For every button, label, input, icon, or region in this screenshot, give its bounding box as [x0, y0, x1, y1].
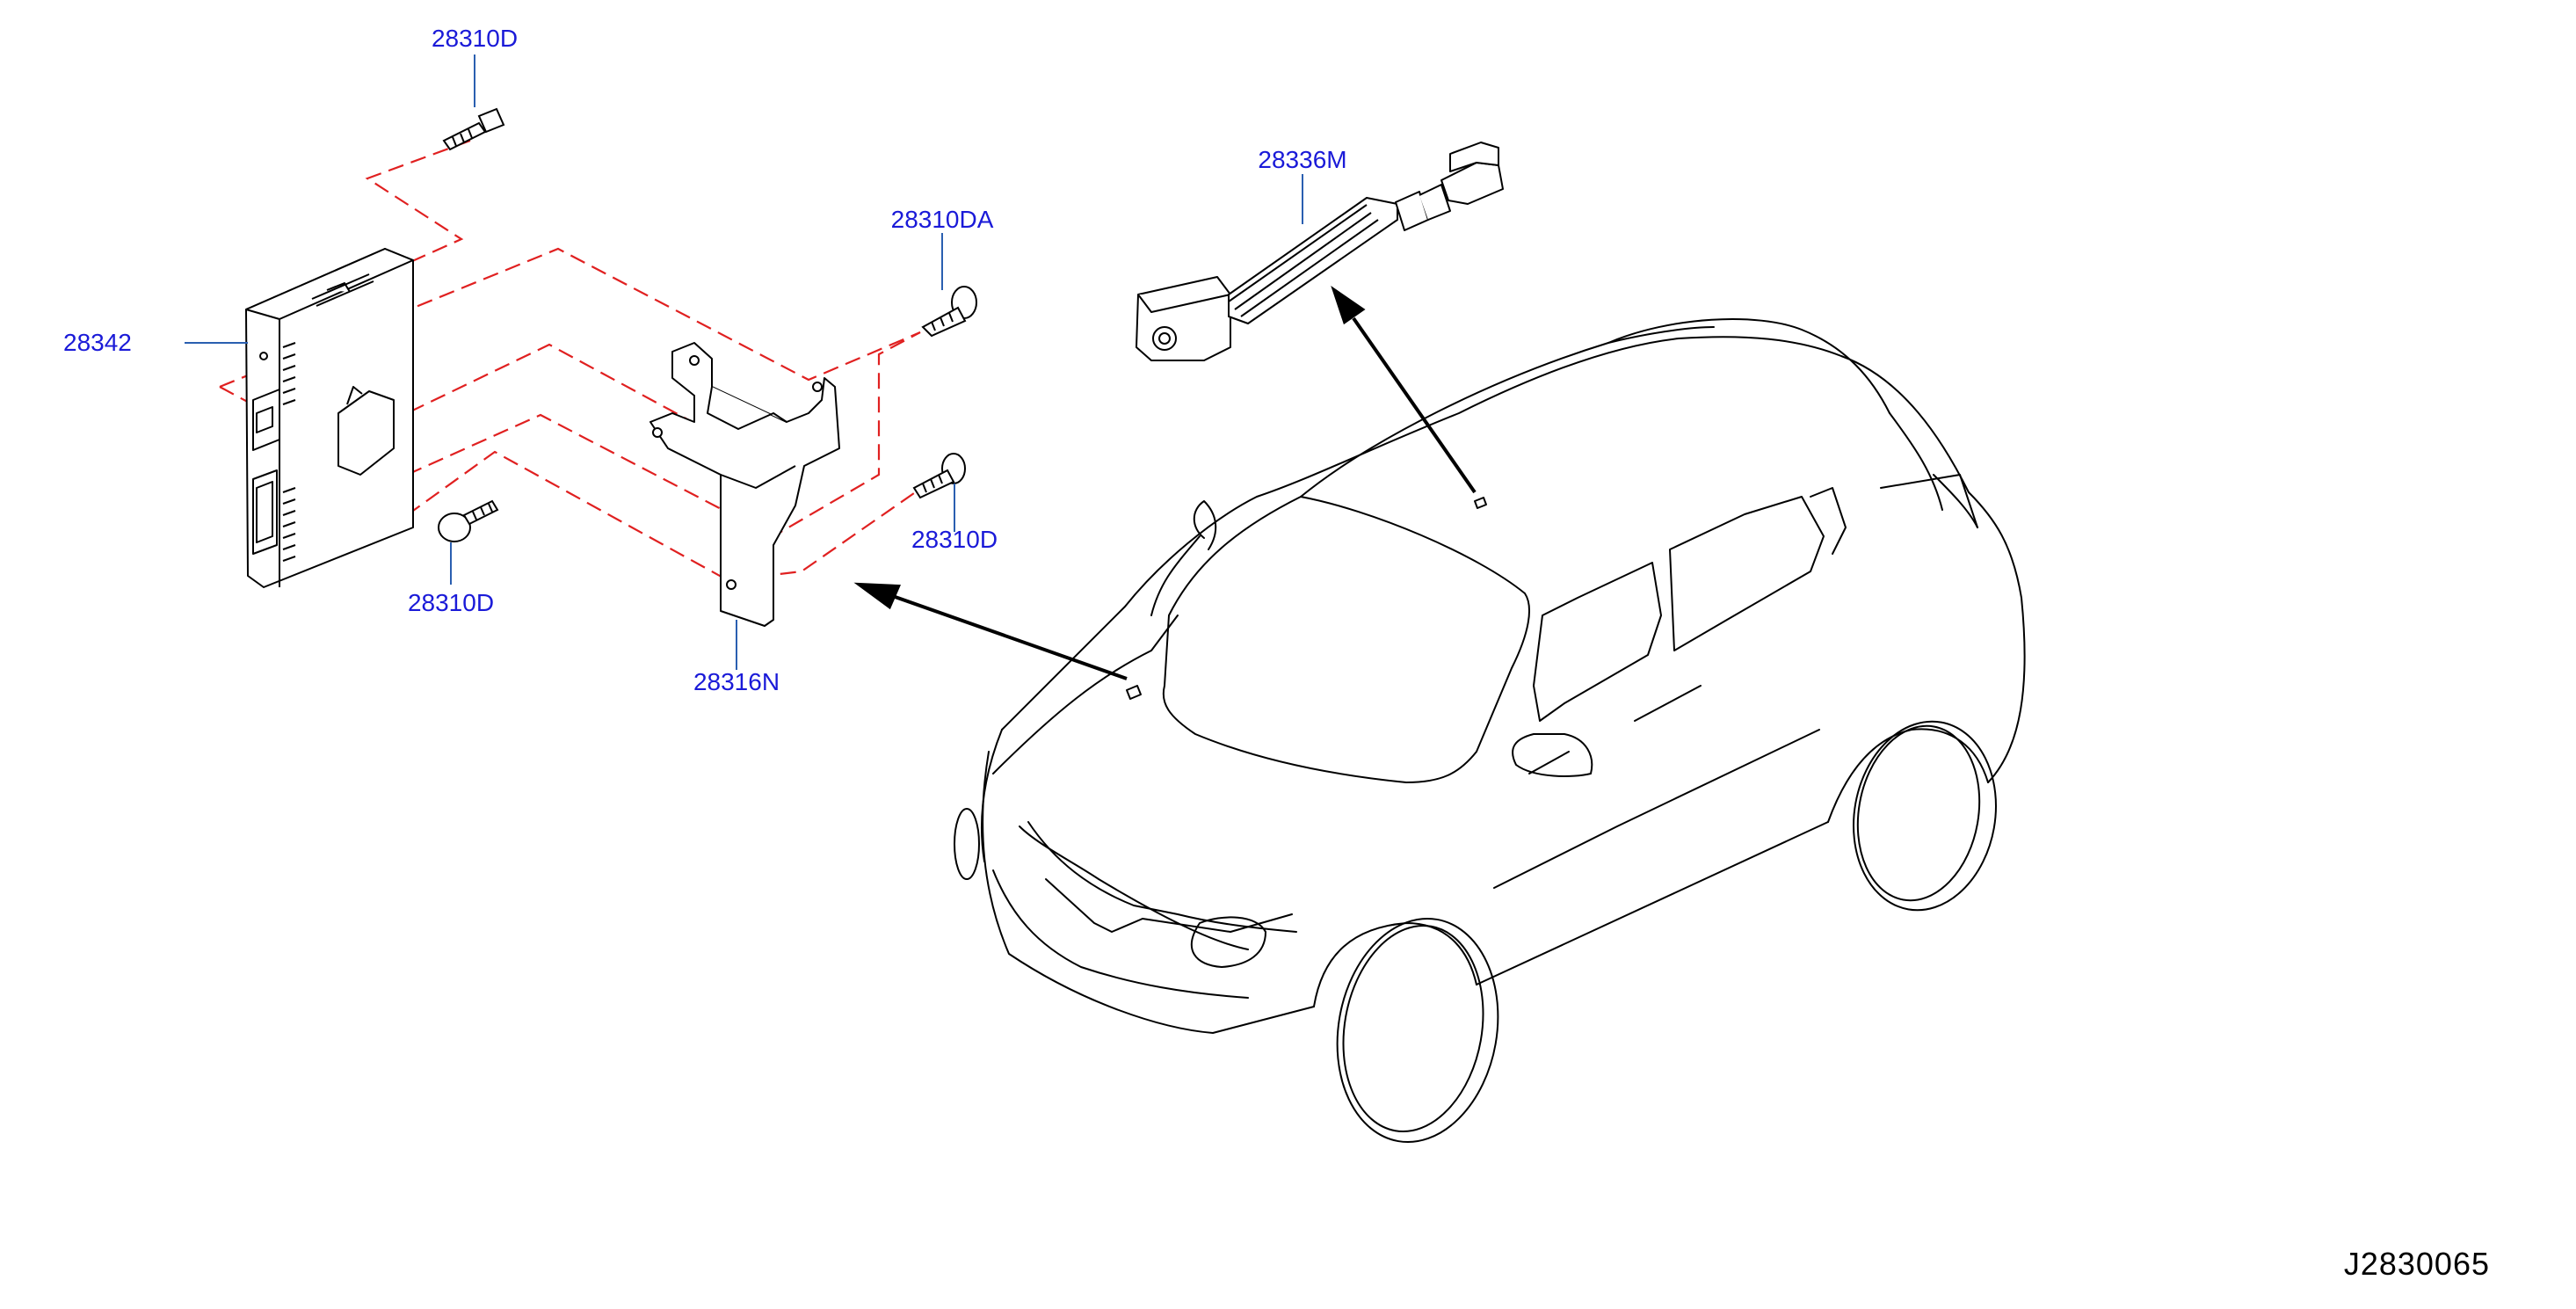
- part-label-harness: 28336M: [1258, 146, 1347, 173]
- vehicle-outline: [954, 318, 2026, 1144]
- arrow-to-harness-head: [1331, 285, 1366, 325]
- screw-left-icon: [438, 499, 499, 542]
- callout-leaders: [185, 55, 1303, 670]
- harness-28336M: [1136, 142, 1504, 361]
- figure-code: J2830065: [2343, 1246, 2490, 1282]
- part-label-bracket: 28316N: [693, 668, 780, 695]
- screw-top-icon: [442, 107, 505, 151]
- screw-da-icon: [921, 286, 977, 338]
- control-module-28342: [245, 248, 414, 588]
- bracket-28316N: [649, 342, 840, 627]
- arrow-to-bracket-head: [853, 582, 901, 610]
- part-label-module: 28342: [63, 329, 132, 356]
- part-label-screw-da: 28310DA: [890, 206, 994, 233]
- screw-right-icon: [912, 453, 966, 499]
- part-label-screw-left: 28310D: [407, 589, 495, 616]
- arrow-to-harness-line: [1352, 316, 1477, 494]
- part-label-screw-right: 28310D: [911, 526, 998, 553]
- part-label-screw-top: 28310D: [431, 25, 519, 52]
- location-arrows: [853, 285, 1477, 680]
- arrow-to-bracket-line: [887, 593, 1128, 680]
